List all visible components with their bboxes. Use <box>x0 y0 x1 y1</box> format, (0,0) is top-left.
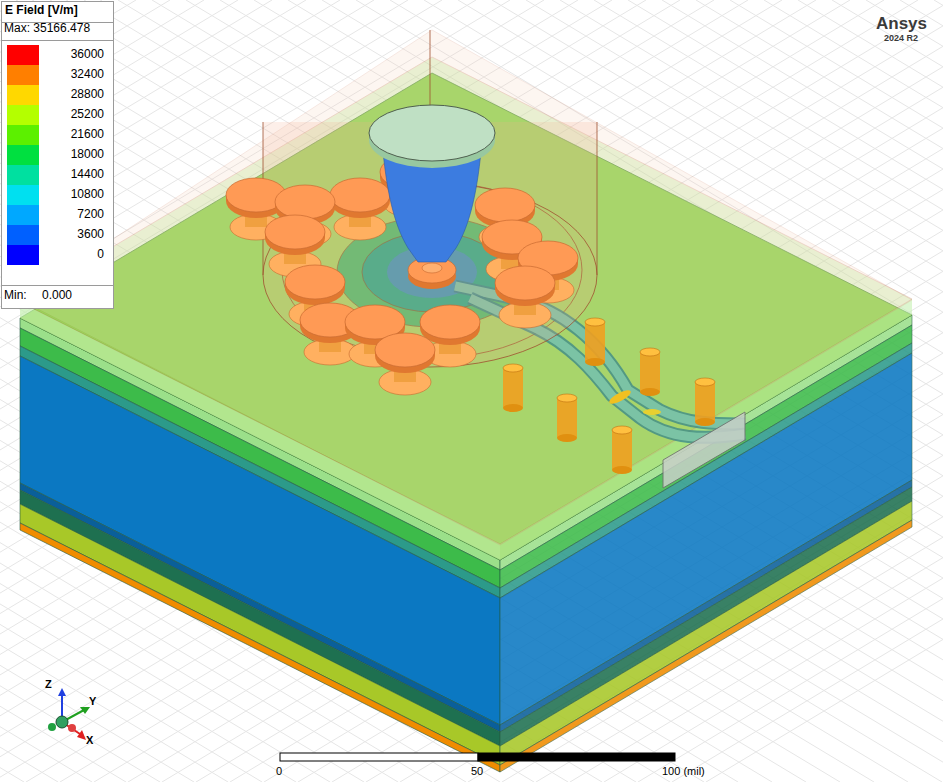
legend-divider <box>2 40 113 41</box>
color-swatch <box>7 85 39 105</box>
color-swatch <box>7 125 39 145</box>
wave-port <box>663 412 745 488</box>
legend-value: 36000 <box>46 48 104 62</box>
max-value: Max: 35166.478 <box>4 22 90 36</box>
axis-triad <box>48 688 90 740</box>
legend-value: 32400 <box>46 68 104 82</box>
legend-title: E Field [V/m] <box>5 4 78 18</box>
color-swatch <box>7 105 39 125</box>
legend-divider <box>2 285 113 286</box>
min-value: 0.000 <box>42 289 72 303</box>
air-box <box>20 30 912 560</box>
scale-tick: 0 <box>276 765 282 778</box>
legend-value: 25200 <box>46 108 104 122</box>
legend-value: 3600 <box>46 228 104 242</box>
scale-tick: 50 <box>471 765 483 778</box>
version-label: 2024 R2 <box>884 33 918 43</box>
color-swatch <box>7 205 39 225</box>
connector-pin <box>369 105 495 262</box>
color-swatch <box>7 225 39 245</box>
legend-value: 0 <box>46 248 104 262</box>
legend-value: 14400 <box>46 168 104 182</box>
legend-value: 28800 <box>46 88 104 102</box>
color-swatch <box>7 185 39 205</box>
color-swatch <box>7 65 39 85</box>
color-swatch <box>7 165 39 185</box>
axis-label: Y <box>89 695 96 708</box>
min-label: Min: <box>4 289 27 303</box>
scale-unit: 100 (mil) <box>662 765 705 778</box>
axis-label: Z <box>45 678 52 691</box>
color-swatch <box>7 245 39 265</box>
scale-bar <box>280 753 675 761</box>
color-swatch <box>7 145 39 165</box>
legend-value: 21600 <box>46 128 104 142</box>
axis-label: X <box>86 734 93 747</box>
brand-mark: Ansys <box>876 14 927 34</box>
legend-value: 18000 <box>46 148 104 162</box>
legend-value: 10800 <box>46 188 104 202</box>
color-swatch <box>7 45 39 65</box>
legend-value: 7200 <box>46 208 104 222</box>
connector-housing <box>263 30 597 367</box>
